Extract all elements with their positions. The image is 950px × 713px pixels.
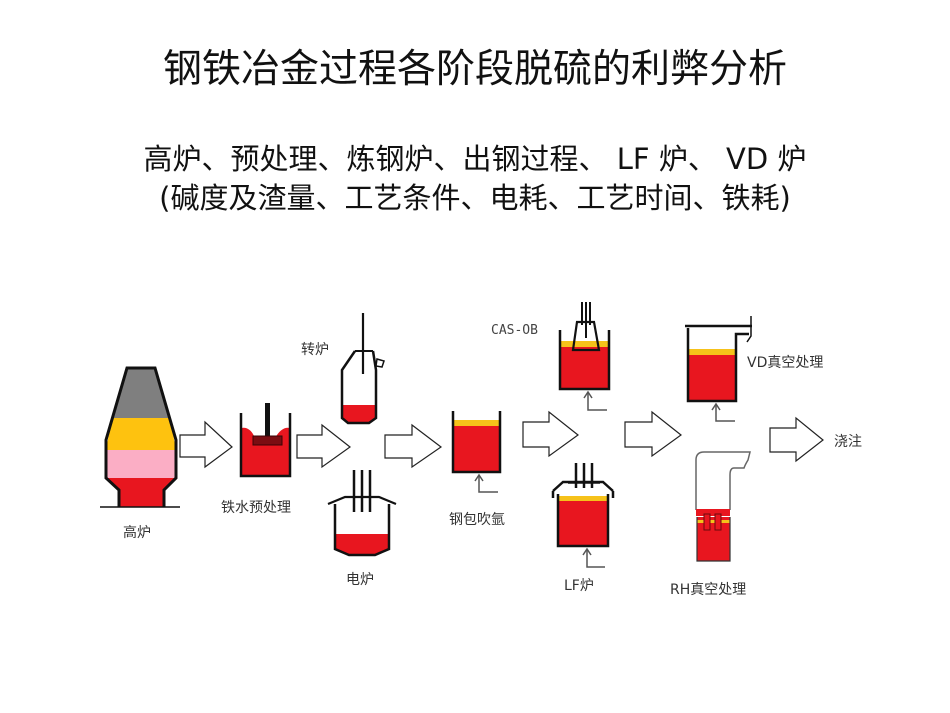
vessel-outline — [239, 413, 292, 478]
slag-layer — [453, 420, 500, 426]
slide-subtitle-line1: 高炉、预处理、炼钢炉、出钢过程、 LF 炉、 VD 炉 — [143, 142, 807, 176]
cas-snorkel-icon — [571, 320, 601, 352]
argon-inlet-icon — [587, 393, 607, 411]
hot-metal-pretreatment-vessel: 铁水预处理 — [221, 403, 292, 516]
slide-subtitle-line2: (碱度及渣量、工艺条件、电耗、工艺时间、铁耗) — [159, 181, 791, 215]
blast-furnace: 高炉 — [100, 366, 180, 541]
molten-steel — [453, 426, 500, 472]
rh-vacuum-chamber — [695, 451, 751, 510]
flow-arrow — [384, 423, 443, 469]
argon-inlet-icon — [478, 476, 498, 493]
hot-metal-pretreatment-label: 铁水预处理 — [221, 500, 291, 516]
casting-label: 浇注 — [834, 434, 862, 450]
blast-furnace-label: 高炉 — [123, 524, 151, 541]
rh-vacuum-label: RH真空处理 — [670, 582, 746, 598]
blast-furnace-red-zone — [106, 478, 176, 507]
converter-trunnion-icon — [375, 358, 385, 368]
rh-snorkel-down — [714, 513, 722, 531]
converter: 转炉 — [301, 313, 385, 425]
ef-molten-steel — [335, 534, 389, 555]
rh-ladle-outline — [696, 517, 731, 562]
flow-arrow — [624, 410, 682, 458]
rh-chamber-bottom — [696, 509, 730, 516]
flow-arrow — [296, 423, 352, 469]
slide-title: 钢铁冶金过程各阶段脱硫的利弊分析 — [162, 47, 787, 92]
slag-layer — [558, 496, 608, 501]
argon-arrowhead — [711, 402, 721, 411]
ladle-outline — [558, 330, 611, 391]
slag-layer — [688, 349, 736, 355]
ladle-outline — [451, 411, 502, 474]
flow-arrow — [769, 416, 824, 463]
argon-inlet-icon — [586, 550, 605, 568]
blast-furnace-gray-zone — [112, 368, 170, 418]
vd-vacuum-vessel: VD真空处理 — [685, 316, 823, 422]
electric-furnace: 电炉 — [327, 470, 397, 588]
argon-arrowhead — [474, 473, 484, 482]
rh-snorkel-up — [703, 513, 711, 531]
argon-arrowhead — [582, 547, 592, 556]
electric-furnace-label: 电炉 — [346, 572, 374, 588]
rh-ladle-molten-steel — [697, 517, 730, 561]
blast-furnace-pink-zone — [106, 450, 176, 478]
lf-furnace-vessel: LF炉 — [551, 463, 615, 594]
molten-steel — [558, 501, 608, 546]
ladle-outline — [556, 494, 610, 548]
ladle-argon-label: 钢包吹氩 — [449, 512, 505, 528]
rh-slag — [697, 520, 730, 523]
flow-arrow — [522, 410, 579, 458]
vd-tank-outline — [686, 328, 749, 403]
ladle-argon-vessel: 钢包吹氩 — [449, 411, 505, 528]
converter-label: 转炉 — [301, 342, 329, 358]
rh-vacuum-vessel: RH真空处理 — [670, 451, 751, 598]
molten-steel — [560, 347, 609, 389]
blast-furnace-yellow-zone — [106, 418, 176, 450]
flow-arrow — [179, 420, 233, 469]
molten-steel — [688, 355, 736, 401]
converter-molten-steel — [342, 405, 376, 423]
argon-arrowhead — [583, 390, 593, 399]
vd-vacuum-pipe — [746, 316, 752, 343]
lf-furnace-label: LF炉 — [564, 578, 594, 594]
argon-inlet-icon — [715, 405, 735, 422]
stirrer-paddle-icon — [252, 435, 283, 446]
stirrer-shaft — [265, 403, 270, 439]
converter-outline — [340, 350, 378, 425]
vd-vacuum-label: VD真空处理 — [747, 355, 823, 371]
cas-ob-label: CAS-OB — [491, 323, 538, 338]
slag-layer — [560, 341, 609, 347]
blast-furnace-outline — [104, 366, 178, 507]
cas-ob-vessel: CAS-OB — [491, 302, 611, 411]
ef-outline — [333, 504, 391, 557]
